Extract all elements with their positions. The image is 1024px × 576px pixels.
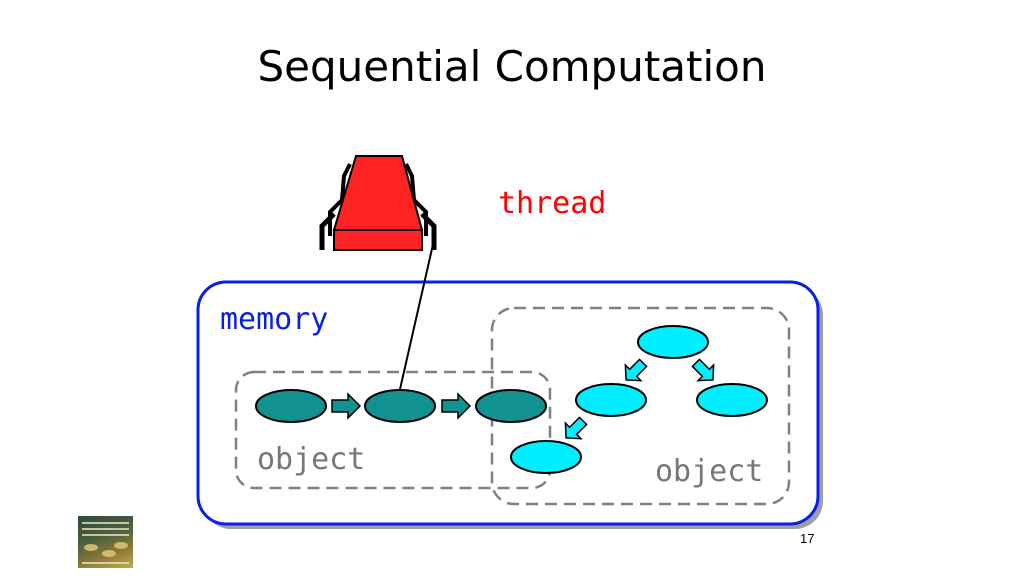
- node-light-bottom: [510, 440, 582, 474]
- slide-title: Sequential Computation: [257, 42, 767, 91]
- node-light-top: [637, 325, 709, 359]
- arrow-diag-3: [564, 416, 588, 440]
- thread-head-icon: [319, 155, 437, 251]
- arrow-diag-1: [624, 358, 648, 382]
- book-cover-icon: [78, 516, 133, 568]
- node-light-mid-right: [696, 383, 768, 417]
- arrow-right-2: [441, 392, 472, 420]
- page-number: 17: [800, 531, 815, 546]
- thread-label: thread: [498, 186, 607, 221]
- object-box-left: [234, 370, 552, 490]
- thread-line: [397, 239, 435, 399]
- node-dark-1: [255, 389, 327, 423]
- arrow-diag-2: [691, 358, 715, 382]
- node-dark-3: [475, 389, 547, 423]
- arrow-right-1: [331, 392, 362, 420]
- memory-label: memory: [220, 302, 329, 337]
- node-light-mid-left: [575, 383, 647, 417]
- object-label-right: object: [655, 454, 764, 489]
- object-label-left: object: [257, 442, 366, 477]
- node-dark-2: [364, 389, 436, 423]
